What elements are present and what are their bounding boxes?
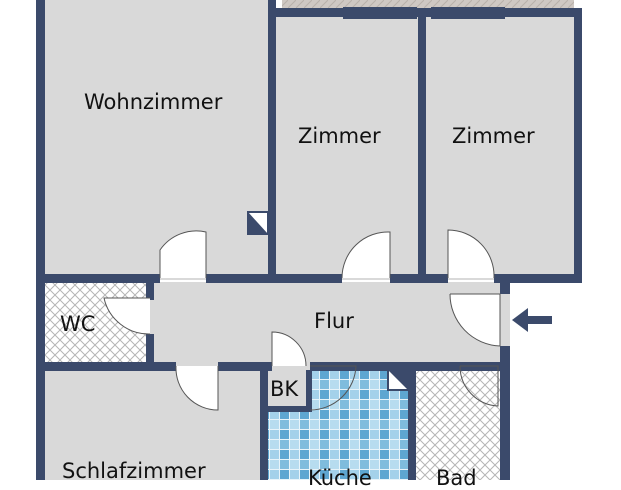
door-bk (271, 331, 307, 367)
door-entrance (449, 293, 501, 347)
bk-label: BK (270, 377, 299, 401)
wohnzimmer-label: Wohnzimmer (84, 90, 223, 114)
wall-kueche-bad (408, 362, 416, 480)
schlafzimmer-label: Schlafzimmer (62, 459, 206, 483)
kueche-label: Küche (308, 466, 372, 490)
wall-wc-right (146, 282, 154, 300)
wall-schlaf-kueche (260, 362, 268, 480)
wall-bk-right (306, 370, 312, 410)
wall-flur-top-1 (36, 274, 160, 283)
wall-wc-right-lower (146, 334, 154, 366)
zimmer-1-floor (272, 16, 424, 280)
door-bad (459, 365, 499, 407)
arrow-left-icon (512, 308, 552, 332)
zimmer-2-floor (424, 16, 580, 280)
door-wc (103, 297, 151, 335)
wall-entry-right-lower (500, 346, 510, 480)
bk-floor-over (264, 366, 310, 410)
doors (103, 229, 501, 411)
floor-plan (36, 0, 582, 480)
walls (36, 0, 582, 480)
wall-flur-top-3 (390, 274, 448, 283)
zimmer-2-label: Zimmer (452, 124, 535, 148)
wall-wohn-zimmer (268, 0, 276, 282)
wall-outer-left (36, 0, 45, 480)
wall-right-upper (574, 8, 582, 282)
door-schlafzimmer (175, 365, 219, 411)
door-wohnzimmer (159, 230, 207, 278)
schlafzimmer-floor (44, 366, 262, 480)
door-zimmer-1 (341, 231, 391, 279)
bad-label: Bad (436, 466, 477, 490)
wall-zimmer-zimmer (418, 8, 426, 282)
flur-label: Flur (314, 309, 354, 333)
floors (44, 0, 580, 480)
door-kueche (309, 365, 357, 411)
wall-flur-bottom-1 (36, 362, 176, 371)
wall-flur-top-2 (206, 274, 342, 283)
shaft-markers (247, 211, 409, 391)
bad-floor (412, 366, 510, 480)
door-zimmer-2 (447, 229, 495, 279)
wc-label: WC (60, 312, 96, 336)
wohnzimmer-floor (44, 0, 272, 280)
wall-bk-bottom (264, 406, 312, 412)
zimmer-1-label: Zimmer (298, 124, 381, 148)
wall-flur-top-4 (494, 274, 582, 283)
wall-flur-bottom-2 (218, 362, 272, 371)
wall-entry-right-upper (500, 282, 510, 294)
